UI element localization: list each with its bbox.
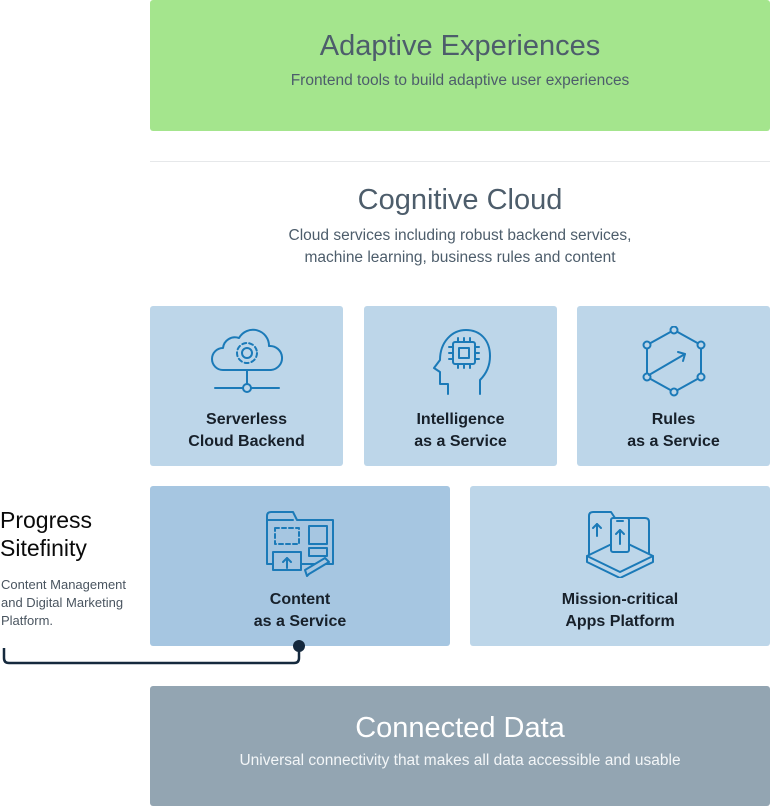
tile-label-line: Apps Platform	[565, 613, 675, 630]
section-divider	[150, 161, 770, 162]
tile-label-line: Intelligence	[416, 411, 505, 428]
tile-label-line: Rules	[651, 411, 696, 428]
connected-data-title: Connected Data	[355, 712, 565, 744]
head-chip-icon	[432, 329, 491, 395]
tile-rules-as-a-service: Rules as a Service	[577, 306, 770, 466]
cognitive-cloud-subtitle: Cloud services including robust backend …	[150, 225, 770, 269]
cognitive-subtitle-line-2: machine learning, business rules and con…	[304, 249, 616, 266]
tile-label-line: as a Service	[627, 433, 720, 450]
tile-label-line: as a Service	[414, 433, 507, 450]
tile-label: Rules as a Service	[577, 409, 770, 453]
tile-intelligence-as-a-service: Intelligence as a Service	[364, 306, 557, 466]
hexagon-nodes-icon	[642, 326, 705, 397]
tile-label: Intelligence as a Service	[364, 409, 557, 453]
sitefinity-name-line: Sitefinity	[0, 535, 87, 561]
tile-serverless-cloud-backend: Serverless Cloud Backend	[150, 306, 343, 466]
adaptive-experiences-panel: Adaptive Experiences Frontend tools to b…	[150, 0, 770, 131]
tile-content-as-a-service: Content as a Service	[150, 486, 450, 646]
connected-data-panel: Connected Data Universal connectivity th…	[150, 686, 770, 806]
sitefinity-desc-line: Platform.	[1, 613, 54, 628]
content-layout-icon	[266, 511, 334, 577]
tile-label-line: Mission-critical	[561, 591, 679, 608]
connected-data-subtitle: Universal connectivity that makes all da…	[239, 752, 681, 769]
cognitive-cloud-title: Cognitive Cloud	[357, 184, 563, 216]
cloud-gear-icon	[210, 328, 283, 393]
mobile-platform-icon	[586, 511, 654, 578]
sitefinity-desc-line: Content Management	[1, 577, 127, 592]
tile-label-line: Serverless	[206, 411, 287, 428]
tile-label: Mission-critical Apps Platform	[470, 589, 770, 633]
tile-label: Serverless Cloud Backend	[150, 409, 343, 453]
cognitive-subtitle-line-1: Cloud services including robust backend …	[288, 227, 632, 244]
sitefinity-desc-line: and Digital Marketing	[1, 595, 124, 610]
tile-label: Content as a Service	[150, 589, 450, 633]
tile-mission-critical-apps-platform: Mission-critical Apps Platform	[470, 486, 770, 646]
tile-label-line: Cloud Backend	[188, 433, 305, 450]
tile-label-line: as a Service	[253, 613, 347, 630]
adaptive-subtitle: Frontend tools to build adaptive user ex…	[290, 72, 630, 89]
adaptive-title: Adaptive Experiences	[319, 30, 601, 62]
tile-label-line: Content	[269, 591, 331, 608]
connector-dot	[293, 640, 305, 652]
sitefinity-description: Content Management and Digital Marketing…	[1, 576, 146, 630]
sitefinity-name: Progress Sitefinity	[0, 506, 92, 562]
sitefinity-name-line: Progress	[0, 507, 93, 533]
sitefinity-connector-line	[2, 640, 305, 665]
